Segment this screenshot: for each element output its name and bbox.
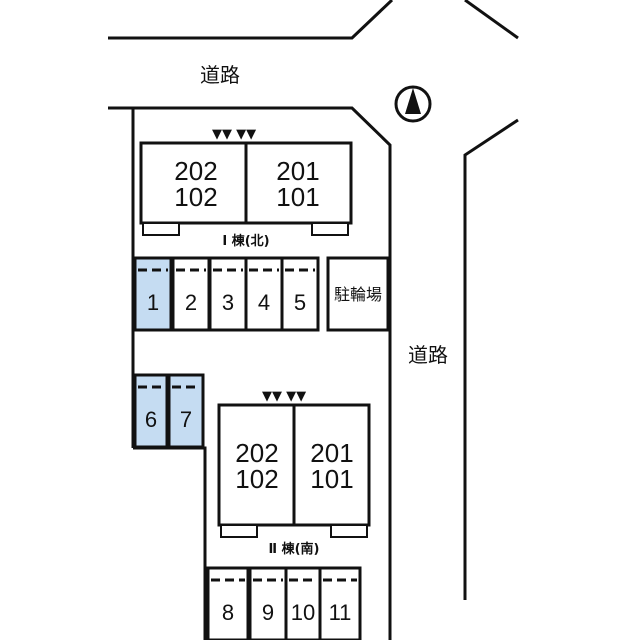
parking-space-4: 4 bbox=[244, 256, 284, 332]
unit-number: 201 bbox=[310, 438, 353, 468]
north-arrow-icon bbox=[394, 85, 432, 123]
balcony-south-right bbox=[330, 524, 368, 538]
balcony-south-left bbox=[220, 524, 258, 538]
entrance-marks-south: ▼▼ ▼▼ bbox=[262, 389, 306, 404]
parking-space-6: 6 bbox=[133, 373, 169, 449]
unit-number: 102 bbox=[174, 182, 217, 212]
parking-space-number: 2 bbox=[185, 290, 197, 315]
parking-space-11: 11 bbox=[318, 566, 362, 640]
building-north: ▼▼ ▼▼ 202 102 201 101 Ⅰ 棟(北) bbox=[139, 127, 353, 249]
parking-space-number: 4 bbox=[258, 290, 270, 315]
parking-space-number: 9 bbox=[262, 600, 274, 625]
parking-space-number: 10 bbox=[291, 600, 315, 625]
parking-space-8: 8 bbox=[206, 566, 250, 640]
parking-space-number: 7 bbox=[180, 407, 192, 432]
parking-space-number: 3 bbox=[222, 290, 234, 315]
parking-space-number: 8 bbox=[222, 600, 234, 625]
road-edge-right bbox=[463, 118, 519, 600]
road-edge-lot-boundary bbox=[108, 106, 392, 640]
parking-space-3: 3 bbox=[208, 256, 248, 332]
bicycle-parking-label: 駐輪場 bbox=[334, 285, 382, 304]
parking-space-9: 9 bbox=[248, 566, 288, 640]
road-outlines bbox=[108, 0, 519, 640]
balcony-north-right bbox=[311, 222, 349, 236]
parking-space-number: 1 bbox=[147, 290, 159, 315]
parking-space-5: 5 bbox=[280, 256, 320, 332]
parking-space-2: 2 bbox=[171, 256, 211, 332]
bicycle-parking: 駐輪場 bbox=[326, 256, 390, 332]
building-south-label: Ⅱ 棟(南) bbox=[269, 541, 320, 557]
building-north-label: Ⅰ 棟(北) bbox=[222, 233, 269, 249]
parking-space-number: 5 bbox=[294, 290, 306, 315]
unit-number: 101 bbox=[310, 464, 353, 494]
road-label-top: 道路 bbox=[200, 63, 240, 87]
unit-number: 202 bbox=[174, 156, 217, 186]
unit-number: 102 bbox=[235, 464, 278, 494]
entrance-marks-north: ▼▼ ▼▼ bbox=[212, 127, 256, 142]
parking-space-outline bbox=[133, 373, 169, 449]
unit-number: 101 bbox=[276, 182, 319, 212]
parking-space-10: 10 bbox=[284, 566, 322, 640]
unit-number: 202 bbox=[235, 438, 278, 468]
parking-space-1: 1 bbox=[133, 256, 173, 332]
parking-space-number: 6 bbox=[145, 407, 157, 432]
balcony-north-left bbox=[142, 222, 180, 236]
unit-number: 201 bbox=[276, 156, 319, 186]
parking-space-number: 11 bbox=[329, 600, 352, 625]
parking-space-7: 7 bbox=[167, 373, 205, 449]
road-label-right: 道路 bbox=[408, 343, 448, 367]
bicycle-parking-outline bbox=[326, 256, 390, 332]
road-edge-top-right bbox=[464, 0, 519, 40]
building-south: ▼▼ ▼▼ 202 102 201 101 Ⅱ 棟(南) bbox=[217, 389, 371, 557]
road-edge-top-upper bbox=[108, 0, 394, 40]
